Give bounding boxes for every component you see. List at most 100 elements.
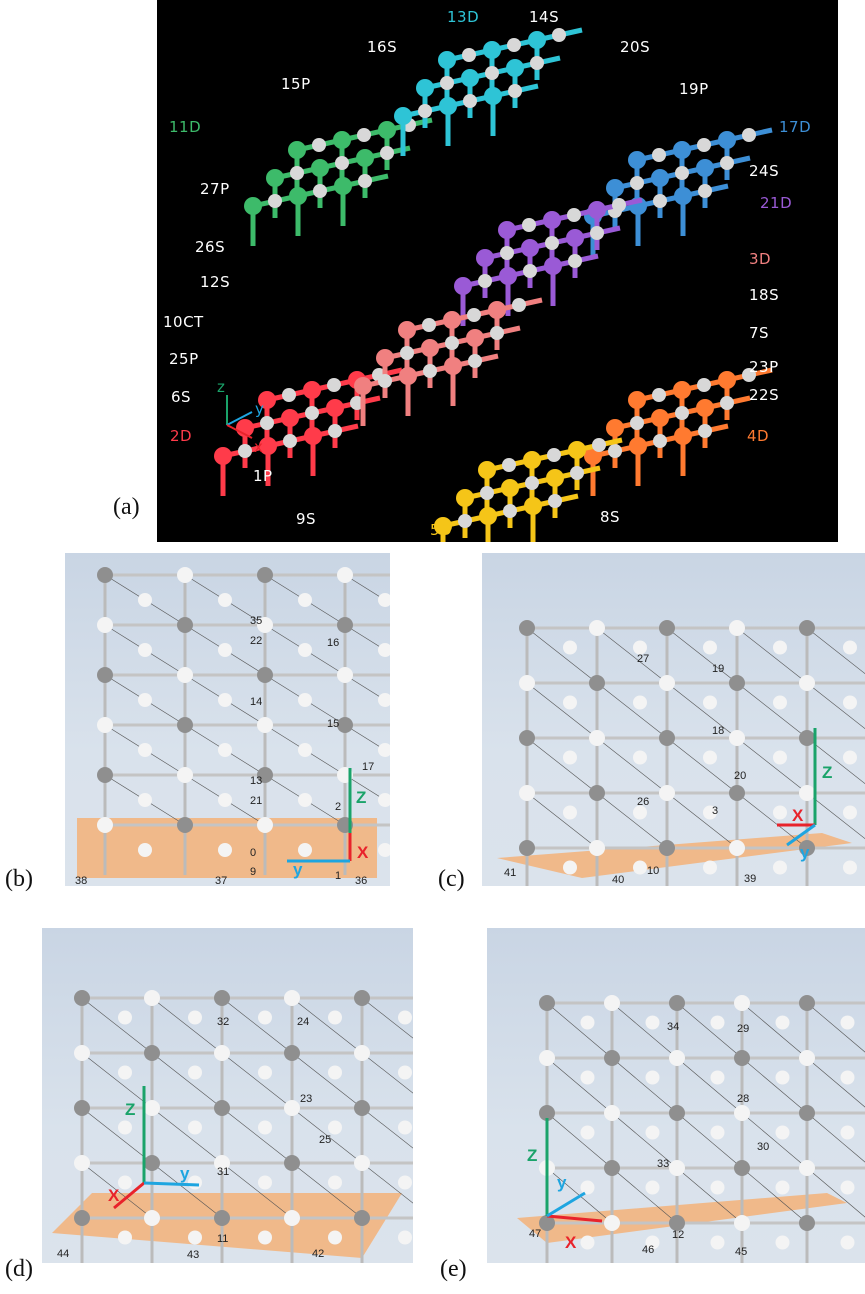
node-ball: [144, 1100, 160, 1116]
label-6s: 6S: [171, 388, 192, 406]
white-ball: [298, 793, 312, 807]
white-ball: [398, 1230, 412, 1245]
node-ball: [629, 437, 647, 455]
node-ball: [734, 1105, 750, 1121]
node-ball: [259, 437, 277, 455]
label-9s: 9S: [296, 510, 317, 528]
node-ball: [539, 1215, 555, 1231]
white-ball: [283, 434, 297, 448]
label-1p: 1P: [253, 467, 273, 485]
node-ball: [434, 517, 452, 535]
node-ball: [669, 1105, 685, 1121]
white-ball: [378, 643, 390, 657]
brace: [736, 627, 808, 684]
node-ball: [546, 469, 564, 487]
label-15p: 15P: [281, 75, 311, 93]
white-ball: [568, 254, 582, 268]
node-ball: [214, 1045, 230, 1061]
node-ball: [177, 717, 193, 733]
node-ball: [521, 239, 539, 257]
white-ball: [590, 226, 604, 240]
node-ball: [266, 169, 284, 187]
brace: [361, 1052, 413, 1094]
node-ball: [669, 1050, 685, 1066]
node-ball: [257, 667, 273, 683]
white-ball: [118, 1065, 132, 1080]
white-ball: [218, 593, 232, 607]
brace: [361, 997, 413, 1039]
white-ball: [773, 640, 787, 655]
node-ball: [311, 159, 329, 177]
label-12s: 12S: [200, 273, 231, 291]
node-ball: [734, 1050, 750, 1066]
axis-label-z: z: [217, 378, 226, 396]
label-4d: 4D: [747, 427, 770, 445]
white-ball: [282, 388, 296, 402]
node-ball: [144, 1210, 160, 1226]
lattice-render-d: [52, 990, 413, 1263]
sensor-19: 19: [712, 663, 725, 675]
white-ball: [653, 194, 667, 208]
node-ball: [651, 169, 669, 187]
node-ball: [284, 1155, 300, 1171]
white-ball: [218, 693, 232, 707]
white-ball: [422, 318, 436, 332]
brace: [81, 997, 153, 1054]
sensor-33: 33: [657, 1158, 670, 1170]
node-ball: [589, 620, 605, 636]
brace: [611, 1167, 678, 1224]
node-ball: [673, 141, 691, 159]
brace: [291, 1162, 363, 1219]
node-ball: [354, 990, 370, 1006]
sensor-47: 47: [529, 1228, 542, 1240]
label-17d: 17D: [779, 118, 812, 136]
node-ball: [97, 617, 113, 633]
brace: [676, 1057, 743, 1114]
white-ball: [305, 406, 319, 420]
white-ball: [775, 1180, 790, 1195]
brace: [806, 1002, 865, 1053]
node-ball: [356, 149, 374, 167]
brace: [81, 1162, 153, 1219]
brace: [806, 1112, 865, 1163]
node-ball: [303, 381, 321, 399]
white-ball: [710, 1015, 725, 1030]
sensor-32: 32: [217, 1016, 230, 1028]
white-ball: [525, 476, 539, 490]
node-ball: [461, 69, 479, 87]
white-ball: [298, 593, 312, 607]
white-ball: [840, 1235, 855, 1250]
white-ball: [703, 695, 717, 710]
white-ball: [608, 444, 622, 458]
brace: [676, 1167, 743, 1224]
white-ball: [710, 1070, 725, 1085]
white-ball: [118, 1175, 132, 1190]
sensor-1: 1: [335, 870, 342, 882]
white-ball: [398, 1010, 412, 1025]
brace: [546, 1112, 613, 1169]
white-ball: [138, 593, 152, 607]
axis-label-y: y: [180, 1164, 190, 1183]
white-ball: [645, 1180, 660, 1195]
node-ball: [718, 371, 736, 389]
node-ball: [519, 730, 535, 746]
axis-label-y: y: [255, 400, 265, 418]
white-ball: [563, 805, 577, 820]
white-ball: [138, 743, 152, 757]
brace: [741, 1057, 808, 1114]
brace: [291, 997, 363, 1054]
white-ball: [358, 174, 372, 188]
brace: [546, 1057, 613, 1114]
white-ball: [675, 166, 689, 180]
white-ball: [652, 388, 666, 402]
node-ball: [588, 201, 606, 219]
sensor-13: 13: [250, 775, 263, 787]
white-ball: [462, 48, 476, 62]
sensor-25: 25: [319, 1134, 332, 1146]
white-ball: [720, 396, 734, 410]
white-ball: [490, 326, 504, 340]
white-ball: [840, 1125, 855, 1140]
white-ball: [522, 218, 536, 232]
